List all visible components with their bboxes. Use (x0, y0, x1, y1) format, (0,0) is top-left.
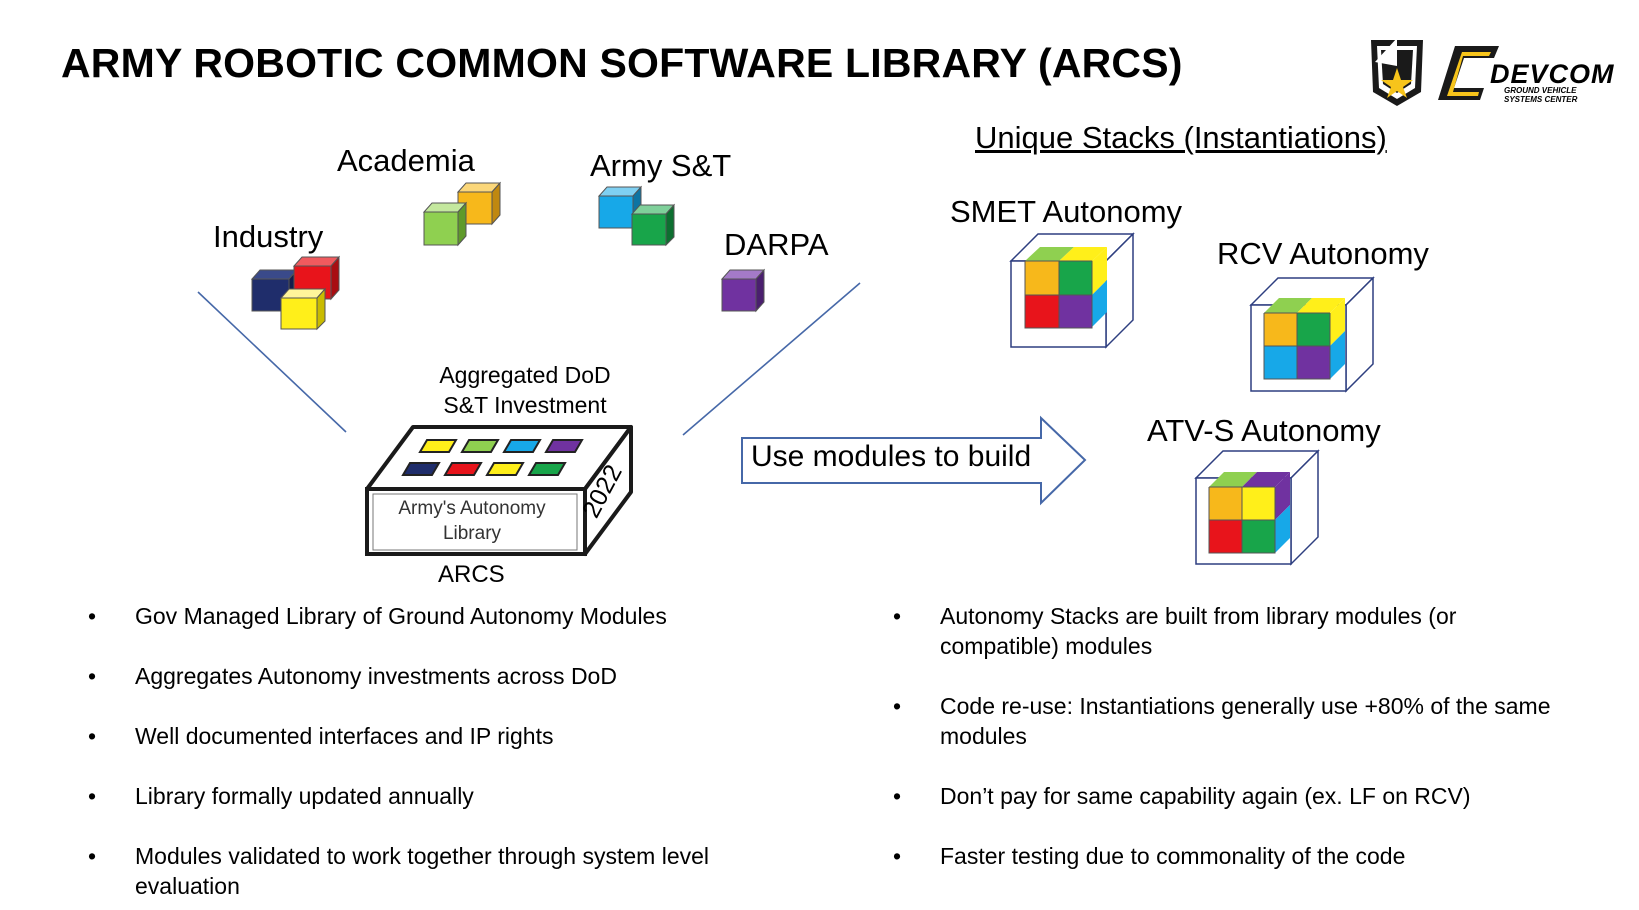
academia-cubes (422, 181, 502, 247)
aggregated-line-1: Aggregated DoD (439, 362, 611, 388)
army-st-cubes (597, 185, 676, 247)
source-label-academia: Academia (337, 143, 475, 178)
library-box-label: Army's Autonomy Library (377, 496, 567, 546)
list-item: Gov Managed Library of Ground Autonomy M… (88, 601, 788, 631)
library-caption: ARCS (438, 561, 505, 588)
right-bullet-list: Autonomy Stacks are built from library m… (893, 601, 1553, 901)
aggregated-line-2: S&T Investment (443, 392, 607, 418)
library-box (365, 425, 633, 556)
list-item: Code re-use: Instantiations generally us… (893, 691, 1565, 751)
devcom-logo (1438, 46, 1499, 100)
cube-light-green (422, 201, 468, 247)
devcom-subtitle: GROUND VEHICLE SYSTEMS CENTER (1504, 86, 1577, 104)
funnel-line-left (197, 291, 347, 433)
list-item: Aggregates Autonomy investments across D… (88, 661, 788, 691)
library-slots (401, 439, 584, 476)
source-label-darpa: DARPA (724, 227, 829, 262)
list-item: Faster testing due to commonality of the… (893, 841, 1553, 871)
stacks-heading: Unique Stacks (Instantiations) (975, 120, 1387, 155)
rcv-stack-cube (1249, 276, 1375, 393)
stack-label-rcv: RCV Autonomy (1217, 236, 1429, 271)
source-label-industry: Industry (213, 219, 324, 254)
stack-label-atvs: ATV-S Autonomy (1147, 413, 1381, 448)
library-box-line-1: Army's Autonomy (398, 498, 546, 519)
industry-cubes (250, 255, 341, 331)
cube-green (630, 203, 676, 247)
atvs-stack-cube (1194, 449, 1320, 566)
army-star-logo (1371, 38, 1423, 106)
build-arrow (741, 415, 1087, 506)
cube-blue (597, 185, 643, 230)
darpa-cube (720, 268, 766, 313)
list-item: Library formally updated annually (88, 781, 788, 811)
list-item: Don’t pay for same capability again (ex.… (893, 781, 1553, 811)
devcom-subtitle-line1: GROUND VEHICLE (1504, 86, 1577, 95)
list-item: Autonomy Stacks are built from library m… (893, 601, 1525, 661)
devcom-wordmark: DEVCOM (1490, 59, 1615, 89)
stack-label-smet: SMET Autonomy (950, 194, 1183, 229)
smet-stack-cube (1009, 232, 1135, 349)
aggregated-investment-label: Aggregated DoD S&T Investment (390, 360, 660, 420)
funnel-line-right (682, 282, 861, 436)
library-box-line-2: Library (442, 523, 502, 544)
list-item: Modules validated to work together throu… (88, 841, 775, 901)
build-arrow-label: Use modules to build (751, 440, 1032, 473)
cube-yellow (279, 287, 327, 331)
devcom-subtitle-line2: SYSTEMS CENTER (1504, 95, 1578, 104)
list-item: Well documented interfaces and IP rights (88, 721, 788, 751)
page-title: ARMY ROBOTIC COMMON SOFTWARE LIBRARY (AR… (61, 40, 1183, 86)
left-bullet-list: Gov Managed Library of Ground Autonomy M… (88, 601, 788, 901)
source-label-army-st: Army S&T (590, 148, 732, 183)
